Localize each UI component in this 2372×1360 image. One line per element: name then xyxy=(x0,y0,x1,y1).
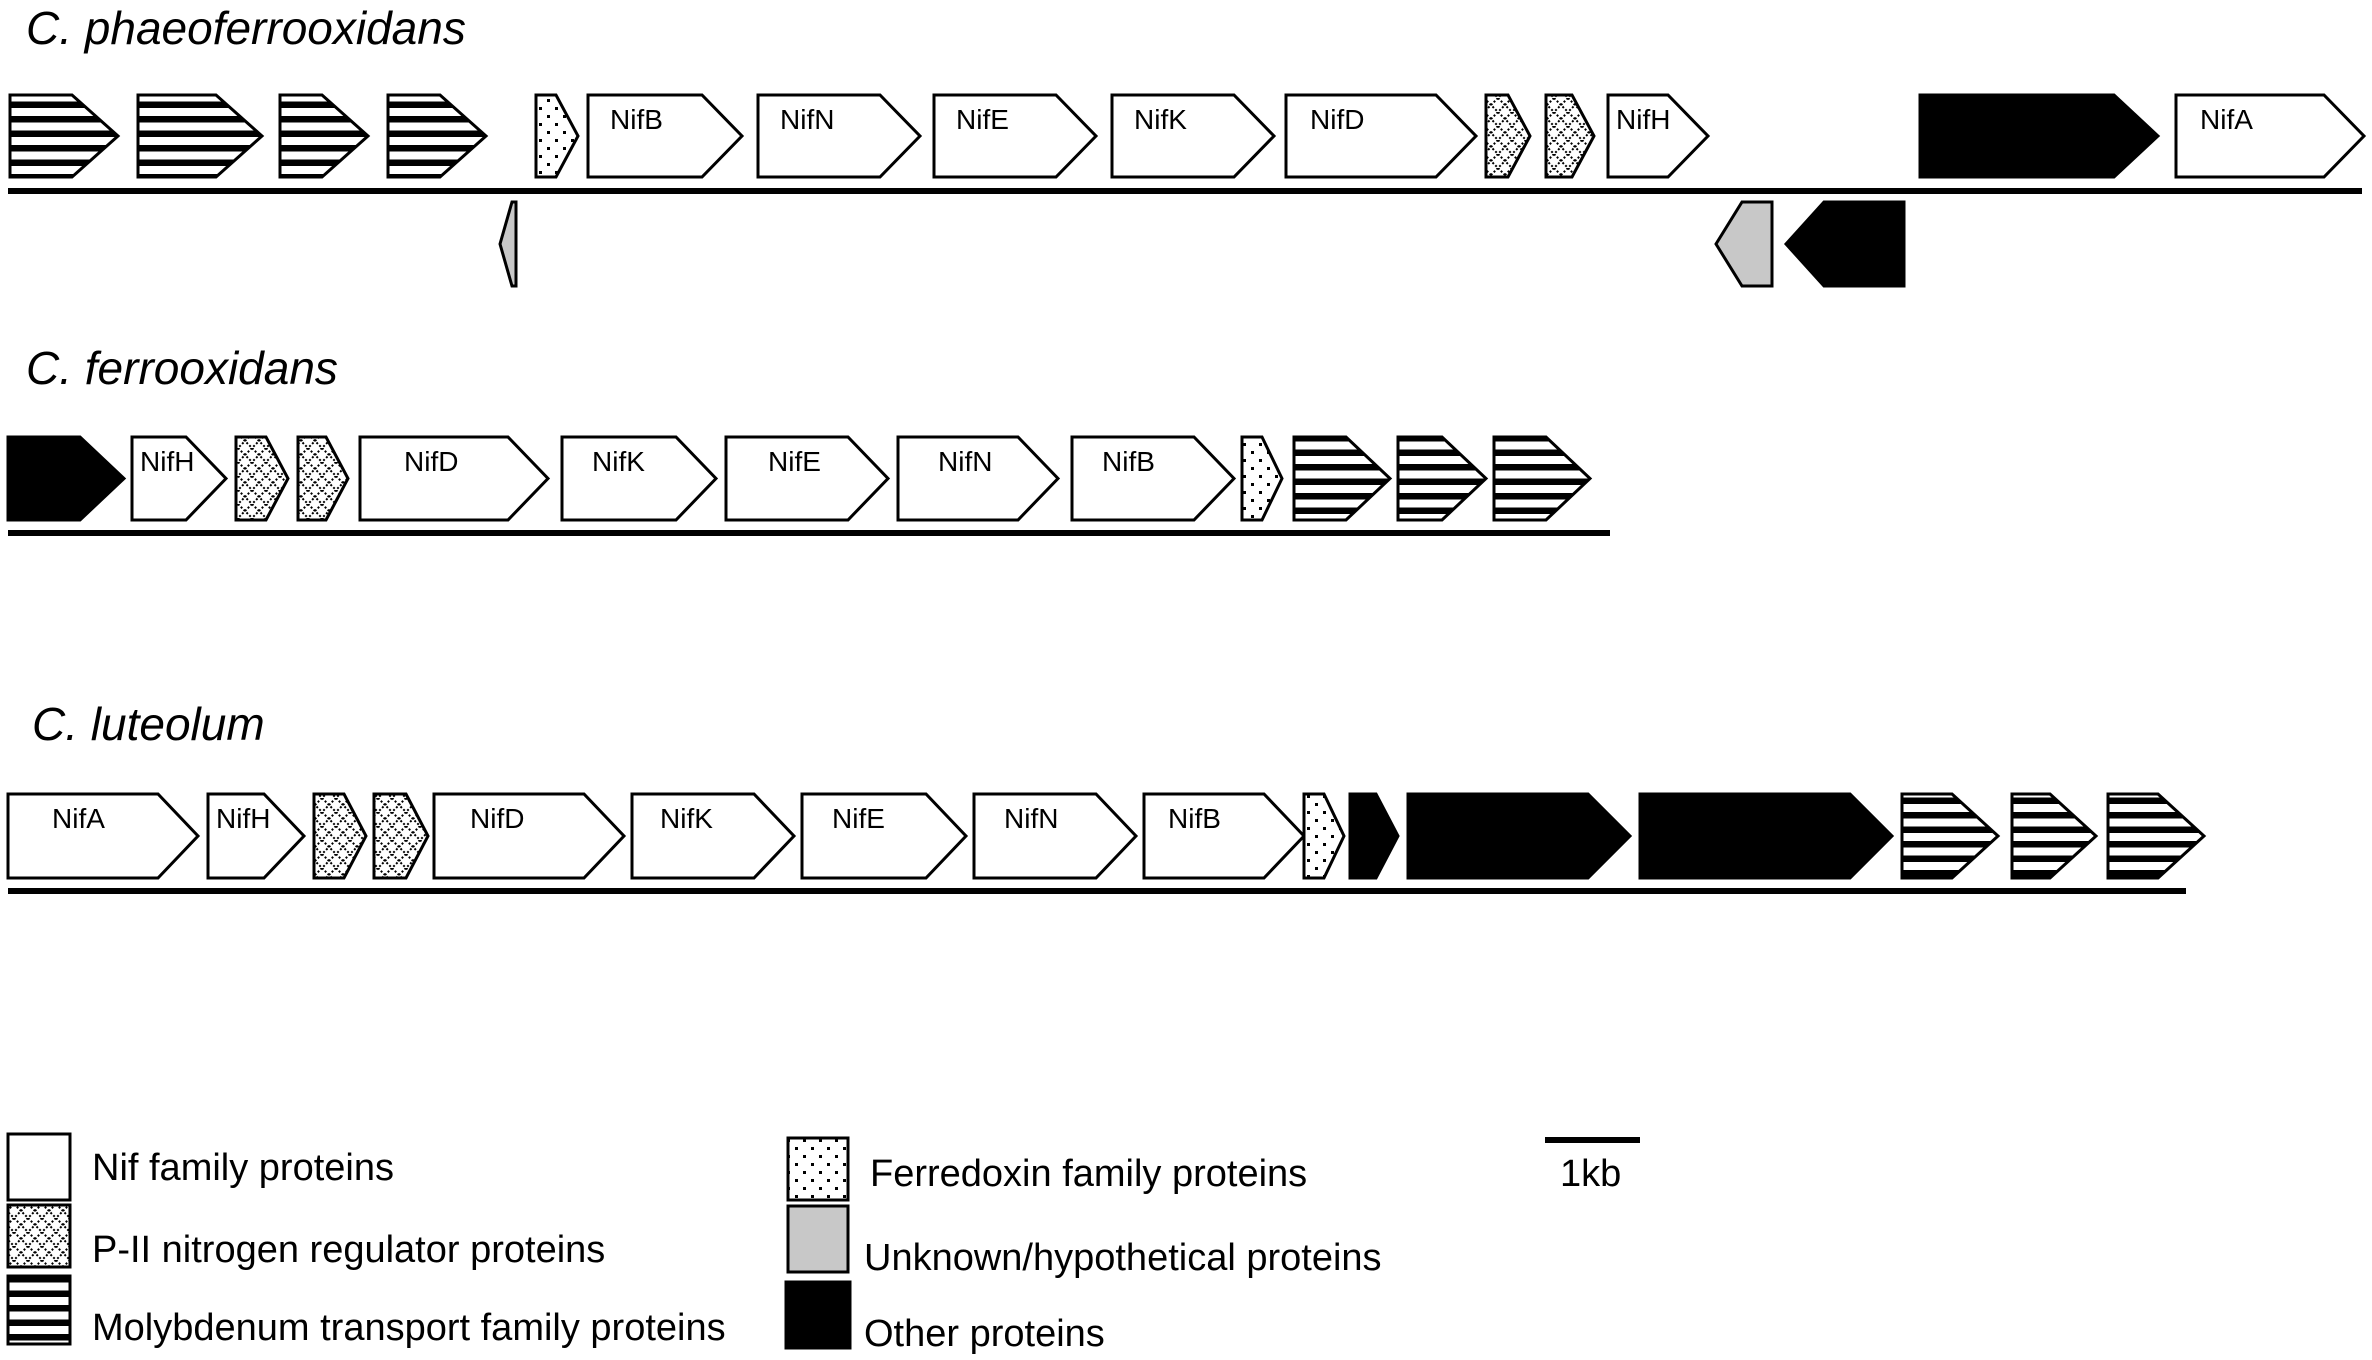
gene-label: NifB xyxy=(610,104,663,135)
gene-arrow-nif xyxy=(932,93,1099,179)
gene-label: NifA xyxy=(2200,104,2253,135)
gene-label: NifH xyxy=(1616,104,1670,135)
legend-label-pii: P-II nitrogen regulator proteins xyxy=(92,1229,605,1271)
gene-arrow-other xyxy=(1638,792,1895,880)
gene-label: NifN xyxy=(938,446,992,477)
track-title-phaeoferrooxidans: C. phaeoferrooxidans xyxy=(26,2,466,54)
legend-label-other: Other proteins xyxy=(864,1313,1105,1355)
gene-arrow-nif xyxy=(1606,93,1711,179)
legend: Nif family proteins P-II nitrogen regula… xyxy=(6,1132,1382,1355)
legend-swatch-moly xyxy=(6,1274,72,1346)
legend-swatch-unknown xyxy=(786,1204,850,1274)
gene-arrow-nif xyxy=(630,792,797,880)
gene-arrow-nif xyxy=(972,792,1139,880)
gene-arrow-pii xyxy=(296,435,350,522)
scale-bar-label: 1kb xyxy=(1560,1153,1621,1195)
gene-arrow-pii xyxy=(372,792,430,880)
gene-arrow-nif xyxy=(586,93,745,179)
gene-arrow-ferredoxin xyxy=(1240,435,1284,522)
gene-arrow-moly xyxy=(278,93,371,179)
gene-arrow-nif xyxy=(206,792,307,880)
gene-label: NifN xyxy=(780,104,834,135)
gene-arrow-ferredoxin xyxy=(1302,792,1346,880)
gene-arrow-pii xyxy=(1544,93,1596,179)
gene-label: NifK xyxy=(660,803,713,834)
gene-arrow-pii xyxy=(234,435,290,522)
gene-label: NifH xyxy=(216,803,270,834)
gene-arrow-moly xyxy=(2106,792,2207,880)
gene-label: NifK xyxy=(592,446,645,477)
gene-arrow-nif xyxy=(358,435,551,522)
gene-arrow-ferredoxin xyxy=(534,93,580,179)
gene-arrow-nif xyxy=(432,792,627,880)
gene-arrow-nif xyxy=(1110,93,1277,179)
gene-arrow-nif xyxy=(6,792,201,880)
gene-arrow-nif xyxy=(756,93,923,179)
gene-arrows: NifB NifN NifE NifK NifD NifH NifA NifH NifD NifK… xyxy=(6,93,2367,880)
gene-arrow-other xyxy=(1406,792,1633,880)
legend-label-ferredoxin: Ferredoxin family proteins xyxy=(870,1153,1307,1195)
gene-arrow-nif xyxy=(1142,792,1307,880)
gene-arrow-nif xyxy=(800,792,969,880)
gene-arrow-moly xyxy=(1396,435,1489,522)
gene-arrow-nif xyxy=(1284,93,1479,179)
gene-arrow-unknown xyxy=(498,200,518,288)
gene-label: NifE xyxy=(832,803,885,834)
track-title-ferrooxidans: C. ferrooxidans xyxy=(26,342,338,394)
gene-label: NifD xyxy=(404,446,458,477)
gene-label: NifB xyxy=(1102,446,1155,477)
gene-arrow-pii xyxy=(312,792,368,880)
legend-swatch-other xyxy=(784,1280,852,1350)
legend-label-moly: Molybdenum transport family proteins xyxy=(92,1307,726,1349)
gene-label: NifE xyxy=(956,104,1009,135)
gene-label: NifK xyxy=(1134,104,1187,135)
gene-arrow-nif xyxy=(1070,435,1237,522)
gene-arrow-nif xyxy=(2174,93,2367,179)
gene-arrow-other xyxy=(1783,200,1906,288)
gene-arrow-moly xyxy=(386,93,489,179)
gene-arrow-moly xyxy=(1292,435,1393,522)
gene-label: NifH xyxy=(140,446,194,477)
track-title-luteolum: C. luteolum xyxy=(32,698,265,750)
gene-arrow-pii xyxy=(1484,93,1532,179)
gene-arrow-moly xyxy=(1900,792,2001,880)
gene-arrow-moly xyxy=(1492,435,1593,522)
gene-label: NifN xyxy=(1004,803,1058,834)
legend-swatch-ferredoxin xyxy=(786,1136,850,1202)
gene-arrow-moly xyxy=(2010,792,2099,880)
gene-label: NifB xyxy=(1168,803,1221,834)
gene-label: NifE xyxy=(768,446,821,477)
gene-label: NifD xyxy=(1310,104,1364,135)
gene-arrow-moly xyxy=(136,93,265,179)
gene-arrow-nif xyxy=(130,435,229,522)
gene-arrow-other xyxy=(1918,93,2161,179)
gene-arrow-nif xyxy=(896,435,1061,522)
gene-arrow-other xyxy=(1348,792,1400,880)
gene-arrow-other xyxy=(6,435,127,522)
legend-label-unknown: Unknown/hypothetical proteins xyxy=(864,1237,1382,1279)
gene-arrow-nif xyxy=(560,435,719,522)
legend-swatch-nif xyxy=(6,1132,72,1202)
legend-label-nif: Nif family proteins xyxy=(92,1147,394,1189)
gene-label: NifA xyxy=(52,803,105,834)
gene-arrow-moly xyxy=(8,93,121,179)
gene-label: NifD xyxy=(470,803,524,834)
legend-swatch-pii xyxy=(6,1203,72,1269)
gene-arrow-nif xyxy=(724,435,891,522)
gene-arrow-unknown xyxy=(1714,200,1774,288)
